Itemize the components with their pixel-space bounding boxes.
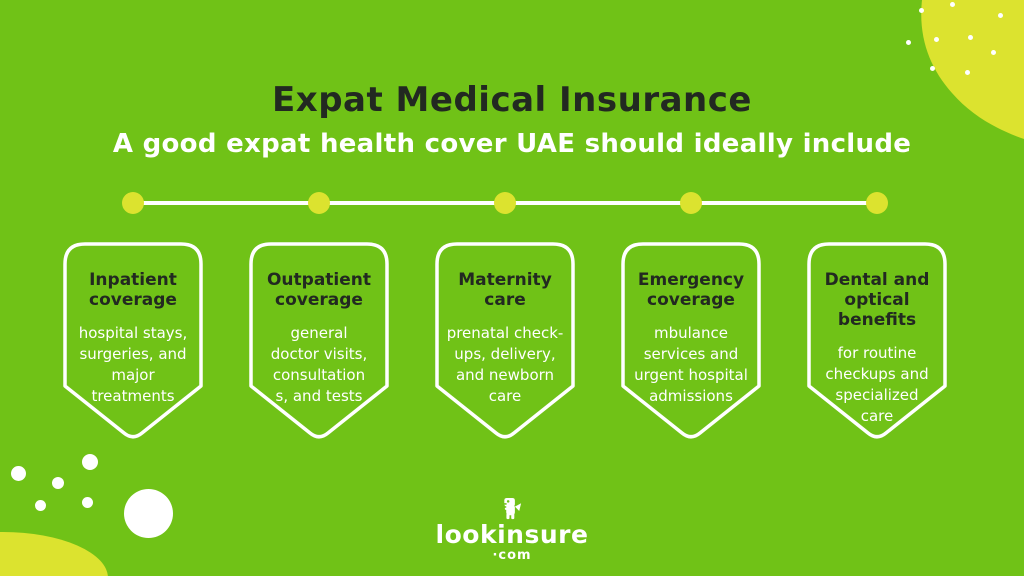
brand-domain: ·com xyxy=(492,548,532,564)
page-title: Expat Medical Insurance xyxy=(272,80,752,120)
card-pin-outline xyxy=(249,242,389,439)
timeline-dot xyxy=(308,192,330,214)
decor-dot xyxy=(906,40,911,45)
decor-dot xyxy=(919,8,924,13)
decor-circle-large xyxy=(124,489,173,538)
brand-wordmark: lookinsure xyxy=(435,520,589,549)
brand-logo: lookinsure ·com xyxy=(0,497,1024,563)
timeline-dot xyxy=(122,192,144,214)
card-maternity-care: Maternity care prenatal check- ups, deli… xyxy=(435,242,575,444)
decor-dot xyxy=(965,70,970,75)
decor-dot xyxy=(934,37,939,42)
card-body: for routine checkups and specialized car… xyxy=(825,344,929,426)
card-pin-outline xyxy=(621,242,761,439)
decor-dot xyxy=(950,2,955,7)
decor-dot xyxy=(998,13,1003,18)
card-pin-outline xyxy=(807,242,947,439)
decor-dot xyxy=(11,466,26,481)
card-body: mbulance services and urgent hospital ad… xyxy=(634,324,748,406)
decor-dot xyxy=(968,35,973,40)
card-pin-outline xyxy=(435,242,575,439)
card-inpatient-coverage: Inpatient coverage hospital stays, surge… xyxy=(63,242,203,444)
card-dental-optical-benefits: Dental and optical benefits for routine … xyxy=(807,242,947,444)
timeline-dot xyxy=(494,192,516,214)
card-outpatient-coverage: Outpatient coverage general doctor visit… xyxy=(249,242,389,444)
corner-blob-top-right xyxy=(921,0,1024,139)
card-heading: Emergency coverage xyxy=(637,270,745,311)
card-pin-outline xyxy=(63,242,203,439)
card-body: prenatal check- ups, delivery, and newbo… xyxy=(446,324,564,406)
decor-dot xyxy=(52,477,64,489)
timeline-dot xyxy=(680,192,702,214)
decor-dot xyxy=(930,66,935,71)
timeline-dot xyxy=(866,192,888,214)
card-body: general doctor visits, consultation s, a… xyxy=(270,324,368,406)
decor-dot xyxy=(82,497,93,508)
card-heading: Dental and optical benefits xyxy=(824,270,930,331)
card-heading: Outpatient coverage xyxy=(266,270,372,311)
card-body: hospital stays, surgeries, and major tre… xyxy=(78,324,188,406)
decor-dot xyxy=(35,500,46,511)
card-heading: Maternity care xyxy=(458,270,552,311)
card-heading: Inpatient coverage xyxy=(89,270,177,311)
dino-mascot-icon xyxy=(503,497,522,520)
page-subtitle: A good expat health cover UAE should ide… xyxy=(112,129,912,159)
card-emergency-coverage: Emergency coverage mbulance services and… xyxy=(621,242,761,444)
decor-dot xyxy=(82,454,98,470)
decor-dot xyxy=(991,50,996,55)
